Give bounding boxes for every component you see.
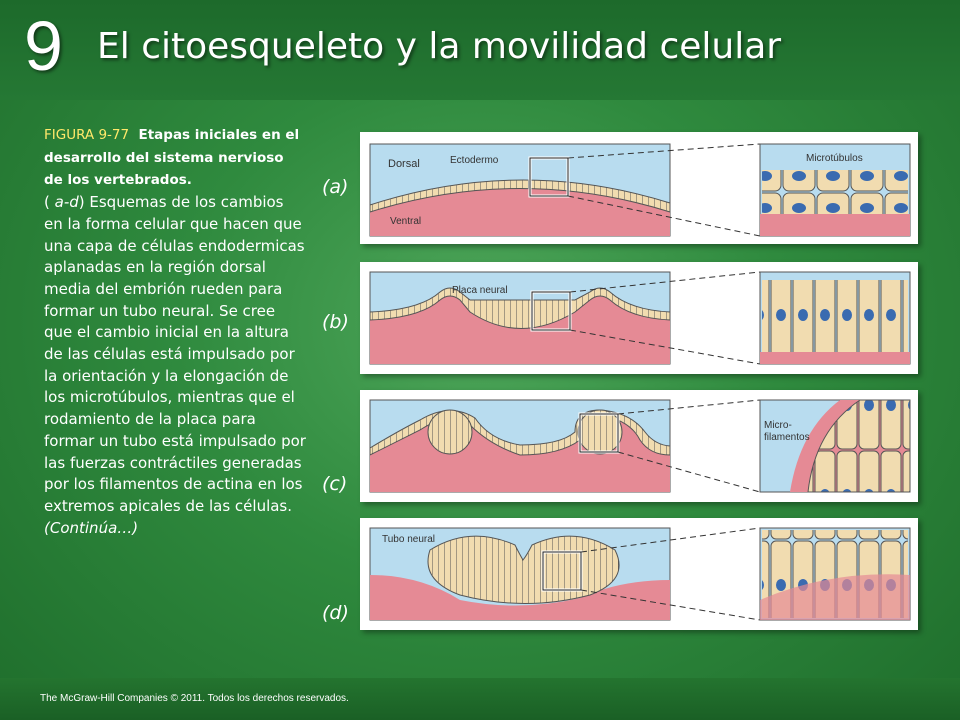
label-micro: Micro- xyxy=(764,420,792,431)
panel-label-d: (d) xyxy=(322,602,349,624)
label-microtubulos: Microtúbulos xyxy=(806,153,863,164)
label-dorsal: Dorsal xyxy=(388,158,420,170)
caption-open: ( xyxy=(44,193,55,212)
figure-heading: FIGURA 9-77 Etapas iniciales en el desar… xyxy=(44,127,299,188)
label-ectodermo: Ectodermo xyxy=(450,155,499,166)
chapter-number: 9 xyxy=(24,7,63,85)
caption-continued: (Continúa…) xyxy=(44,518,139,537)
figure-label: FIGURA 9-77 xyxy=(44,127,130,143)
label-placa-neural: Placa neural xyxy=(452,285,508,296)
panel-b-embryo xyxy=(369,271,671,365)
panel-d-embryo xyxy=(369,527,671,621)
label-tubo-neural: Tubo neural xyxy=(382,534,435,545)
panel-label-c: (c) xyxy=(322,473,348,495)
copyright-footer: The McGraw-Hill Companies © 2011. Todos … xyxy=(40,693,349,704)
panel-label-b: (b) xyxy=(322,311,349,333)
header-band xyxy=(0,0,960,100)
figure-caption: FIGURA 9-77 Etapas iniciales en el desar… xyxy=(44,124,306,539)
panel-a-embryo xyxy=(369,143,671,237)
figure-title: Etapas iniciales en el desarrollo del si… xyxy=(44,127,300,189)
panel-d-inset xyxy=(759,527,911,621)
label-filamentos: filamentos xyxy=(764,432,810,443)
caption-range: a-d xyxy=(54,193,79,212)
panel-label-a: (a) xyxy=(322,176,349,198)
slide-title: El citoesqueleto y la movilidad celular xyxy=(97,26,782,67)
caption-body: ) Esquemas de los cambios en la forma ce… xyxy=(44,193,306,515)
panel-c-inset xyxy=(759,399,911,493)
footer-band xyxy=(0,678,960,720)
panel-c-embryo xyxy=(369,399,671,493)
panel-a-inset xyxy=(759,143,911,237)
label-ventral: Ventral xyxy=(390,216,421,227)
panel-b-inset xyxy=(759,271,911,365)
